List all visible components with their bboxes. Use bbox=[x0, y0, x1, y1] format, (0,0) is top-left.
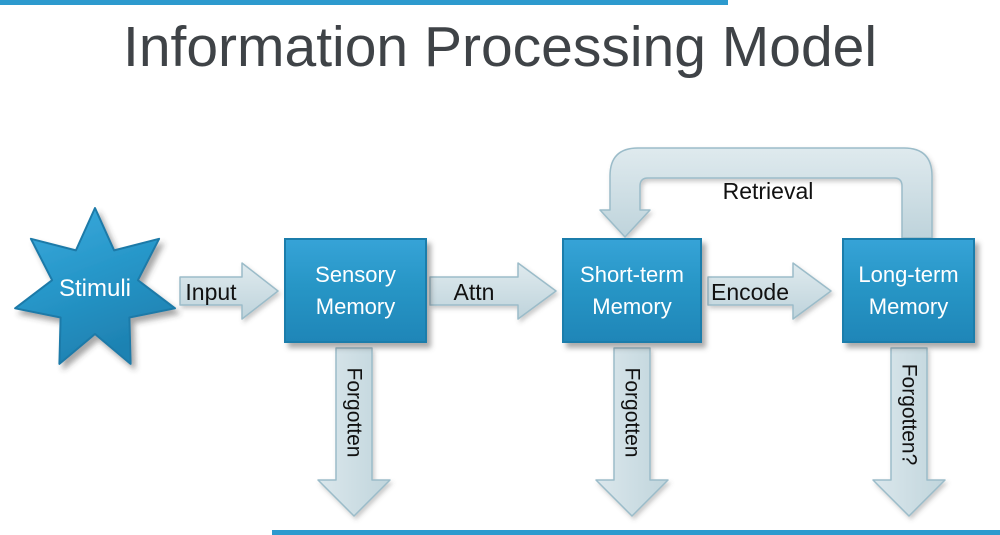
input-arrow-label: Input bbox=[185, 279, 237, 305]
attention-arrow-shape bbox=[429, 262, 557, 320]
retrieval-arrow-label: Retrieval bbox=[722, 178, 814, 204]
sensory-memory-label-line1: Sensory bbox=[315, 261, 396, 287]
stimuli-label: Stimuli bbox=[58, 275, 131, 302]
encode-arrow-shape bbox=[707, 262, 832, 320]
input-arrow-shape bbox=[179, 262, 279, 320]
sensory-memory-label-line2: Memory bbox=[315, 293, 396, 319]
forgotten-sensory-label: Forgotten bbox=[342, 367, 366, 458]
short-term-memory-label-line1: Short-term bbox=[580, 261, 684, 287]
forgotten-arrow-sensory-shape bbox=[317, 347, 391, 517]
long-term-memory-label-line2: Memory bbox=[868, 293, 949, 319]
encode-arrow-label: Encode bbox=[710, 279, 789, 305]
sensory-memory-node: Sensory Memory bbox=[284, 238, 427, 343]
forgotten-long-term-label: Forgotten? bbox=[897, 363, 921, 466]
short-term-memory-label-line2: Memory bbox=[592, 293, 672, 319]
long-term-memory-node: Long-term Memory bbox=[842, 238, 975, 343]
forgotten-arrow-long-term-shape bbox=[872, 347, 946, 517]
forgotten-short-term-label: Forgotten bbox=[620, 367, 644, 458]
forgotten-arrow-short-term-shape bbox=[595, 347, 669, 517]
attention-arrow-label: Attn bbox=[453, 279, 495, 305]
long-term-memory-label-line1: Long-term bbox=[858, 261, 959, 287]
short-term-memory-node: Short-term Memory bbox=[562, 238, 702, 343]
top-accent-bar bbox=[0, 0, 728, 5]
bottom-accent-bar bbox=[272, 530, 1000, 535]
stimuli-star-shape bbox=[14, 207, 176, 365]
page-title: Information Processing Model bbox=[122, 15, 878, 79]
